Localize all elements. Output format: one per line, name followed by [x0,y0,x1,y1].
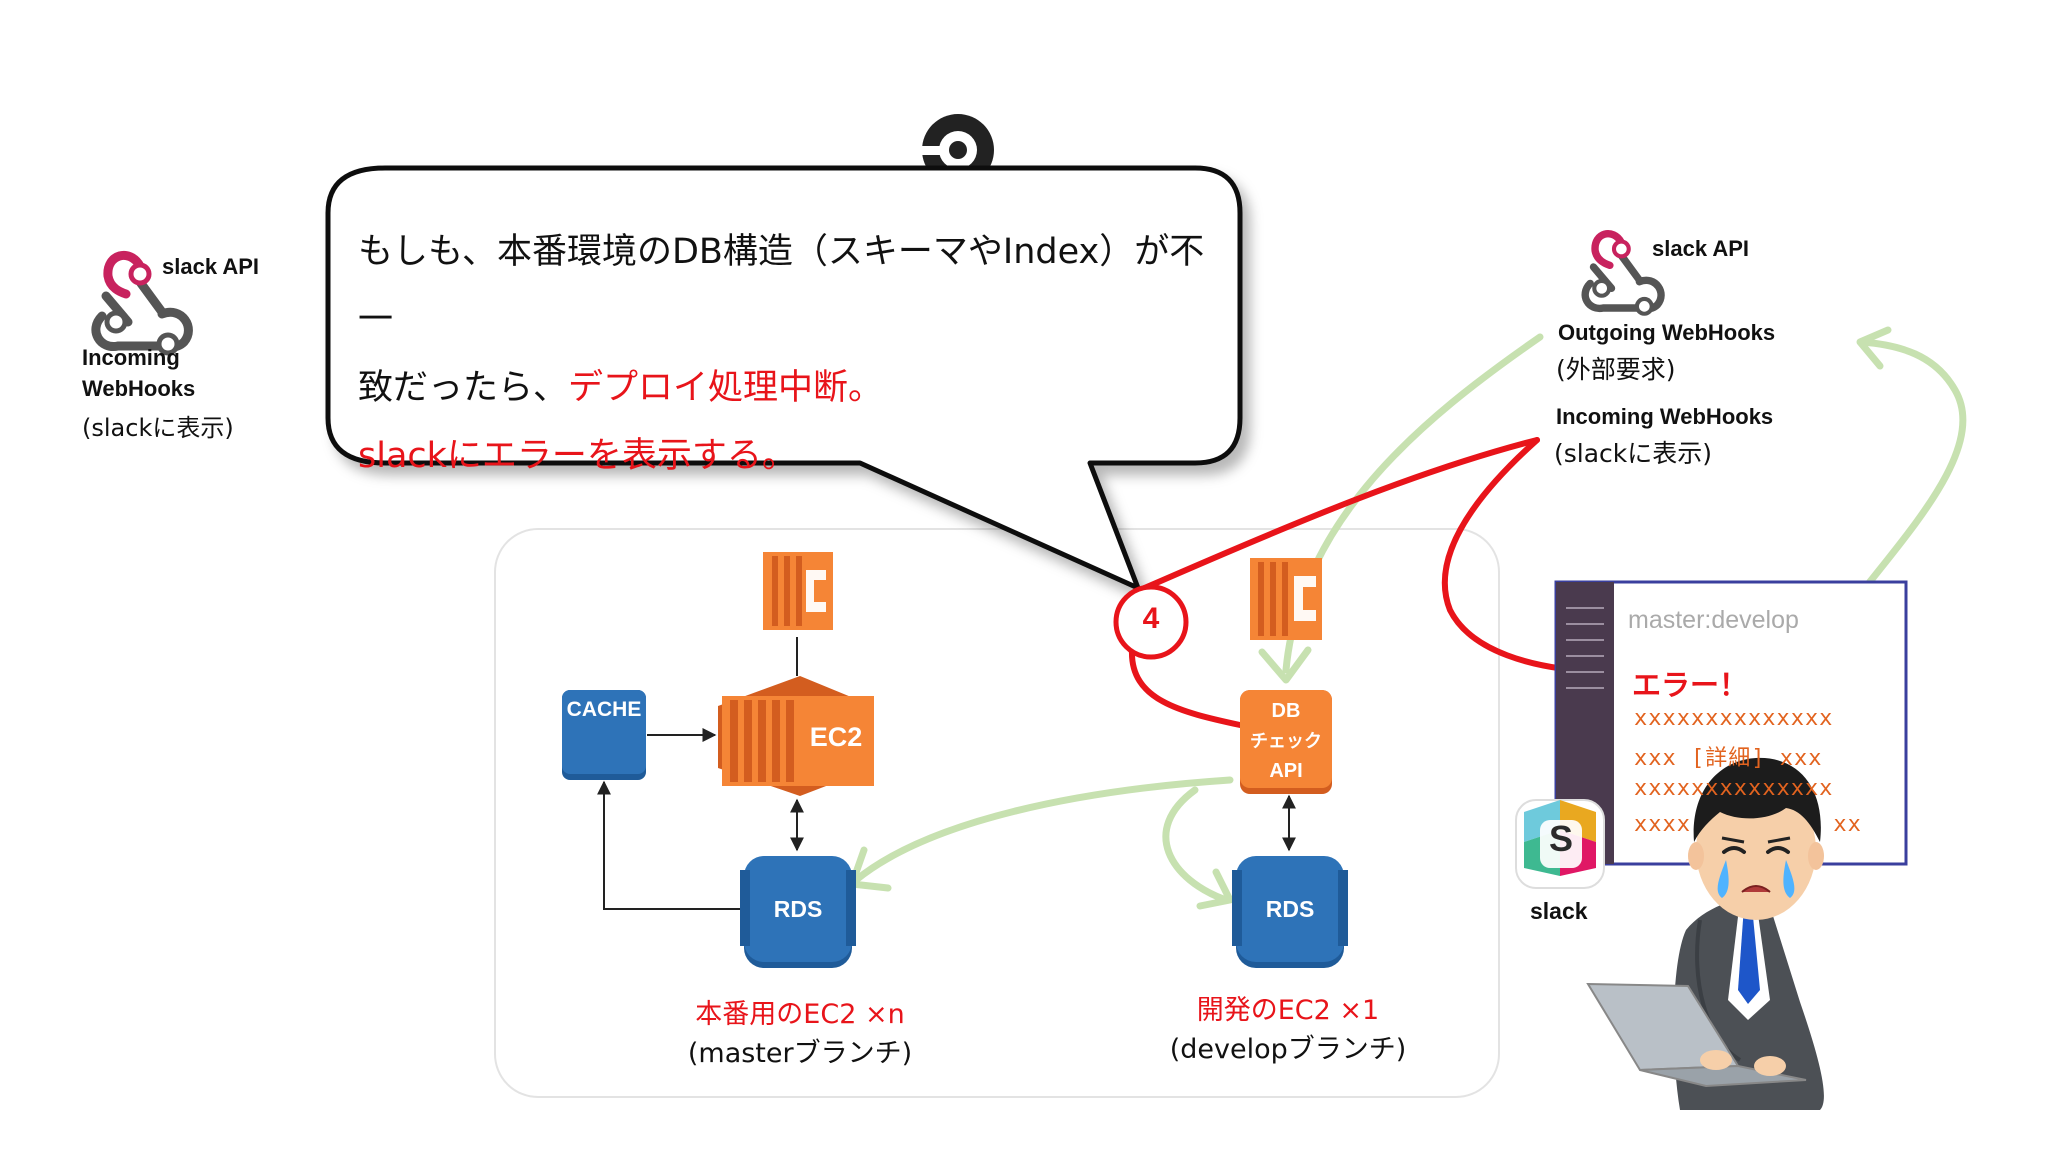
rds-prod-label: RDS [773,896,823,922]
aws-ec2-icon [718,676,874,796]
rds-dev-label: RDS [1265,896,1315,922]
slack-display-label-left: (slackに表示) [82,414,234,442]
webhooks-label-left: WebHooks [82,376,196,401]
aws-ec2-icon [1250,558,1322,640]
outgoing-webhooks-label: Outgoing WebHooks [1558,320,1776,345]
slack-logo-letter: S [1548,818,1573,859]
slack-display-label-right: (slackに表示) [1554,439,1713,468]
db-check-line-3: API [1269,760,1303,782]
dev-caption-sub: (developブランチ) [1169,1034,1407,1065]
aws-ec2-icon [763,552,833,630]
prod-caption-title: 本番用のEC2 ×n [695,999,905,1030]
balloon-line-2-black: 致だったら、 [358,368,569,408]
step-number-badge [1113,584,1189,660]
db-check-line-1: DB [1271,700,1301,722]
slack-message-line-3: xxxxxxxxxxxxxx [1634,776,1834,801]
balloon-line-2-red: デプロイ処理中断。 [568,368,884,408]
slack-error-title: エラー！ [1632,668,1749,702]
prod-caption-sub: (masterブランチ) [687,1038,913,1069]
balloon-line-1: もしも、本番環境のDB構造（スキーマやIndex）が不一 [358,232,1205,340]
slack-message-line-2: xxx [詳細] xxx [1634,746,1823,771]
slack-window [1554,580,1908,866]
slack-message-line-4: xxxx xx [1634,812,1862,837]
slack-message-line-1: xxxxxxxxxxxxxx [1634,706,1834,731]
db-check-line-2: チェック [1250,731,1322,751]
dev-caption: 開発のEC2 ×1 (developブランチ) [1128,988,1448,1066]
webhook-icon [91,251,193,356]
balloon-line-2: 致だったら、デプロイ処理中断。 [358,354,1218,422]
incoming-webhooks-label-right: Incoming WebHooks [1556,404,1774,429]
slack-logo-icon [1515,799,1605,889]
db-check-api-label: DB チェック API [1240,696,1332,786]
external-request-label: (外部要求) [1556,355,1676,384]
speech-balloon-text: もしも、本番環境のDB構造（スキーマやIndex）が不一 致だったら、デプロイ処… [358,218,1218,490]
aws-rds-icon [1232,856,1348,968]
webhook-icon [1581,230,1665,316]
incoming-label-left: Incoming [82,345,180,370]
db-check-api-box [1240,690,1332,794]
aws-rds-icon [740,856,856,968]
aws-cache-icon [562,690,646,780]
slack-api-label-right: slack API [1652,236,1750,261]
slack-channel-name: master:develop [1628,606,1799,634]
crying-businessman-icon [1586,757,1824,1110]
connector-lines [597,637,1296,910]
balloon-line-3: slackにエラーを表示する。 [358,436,797,476]
ec2-label: EC2 [809,722,863,752]
slack-api-label-left: slack API [162,254,260,279]
slack-app-label: slack [1530,898,1588,924]
speech-balloon [325,165,1243,591]
dev-caption-title: 開発のEC2 ×1 [1196,995,1380,1026]
prod-caption: 本番用のEC2 ×n (masterブランチ) [640,992,960,1070]
step-number: 4 [1142,602,1160,635]
cache-label: CACHE [566,698,642,721]
